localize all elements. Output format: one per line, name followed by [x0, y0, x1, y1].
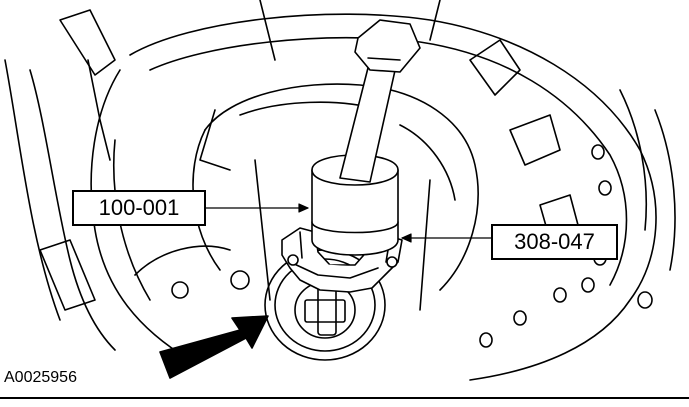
direction-arrow: [159, 315, 269, 379]
callout-100-001-label: 100-001: [72, 190, 206, 226]
callout-leaders: [205, 203, 492, 243]
bottom-divider: [0, 397, 689, 399]
figure-id-label: A0025956: [4, 369, 77, 386]
callout-308-047-label: 308-047: [491, 224, 618, 260]
flange-bolt-holes: [171, 144, 653, 348]
tool-100-001-slide-hammer: [311, 19, 421, 256]
housing-case: [4, 0, 676, 381]
